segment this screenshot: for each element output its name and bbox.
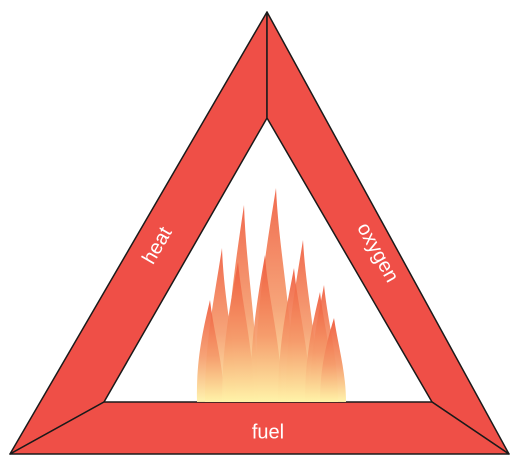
- fuel-label: fuel: [252, 421, 284, 443]
- flame-icon: [197, 188, 346, 402]
